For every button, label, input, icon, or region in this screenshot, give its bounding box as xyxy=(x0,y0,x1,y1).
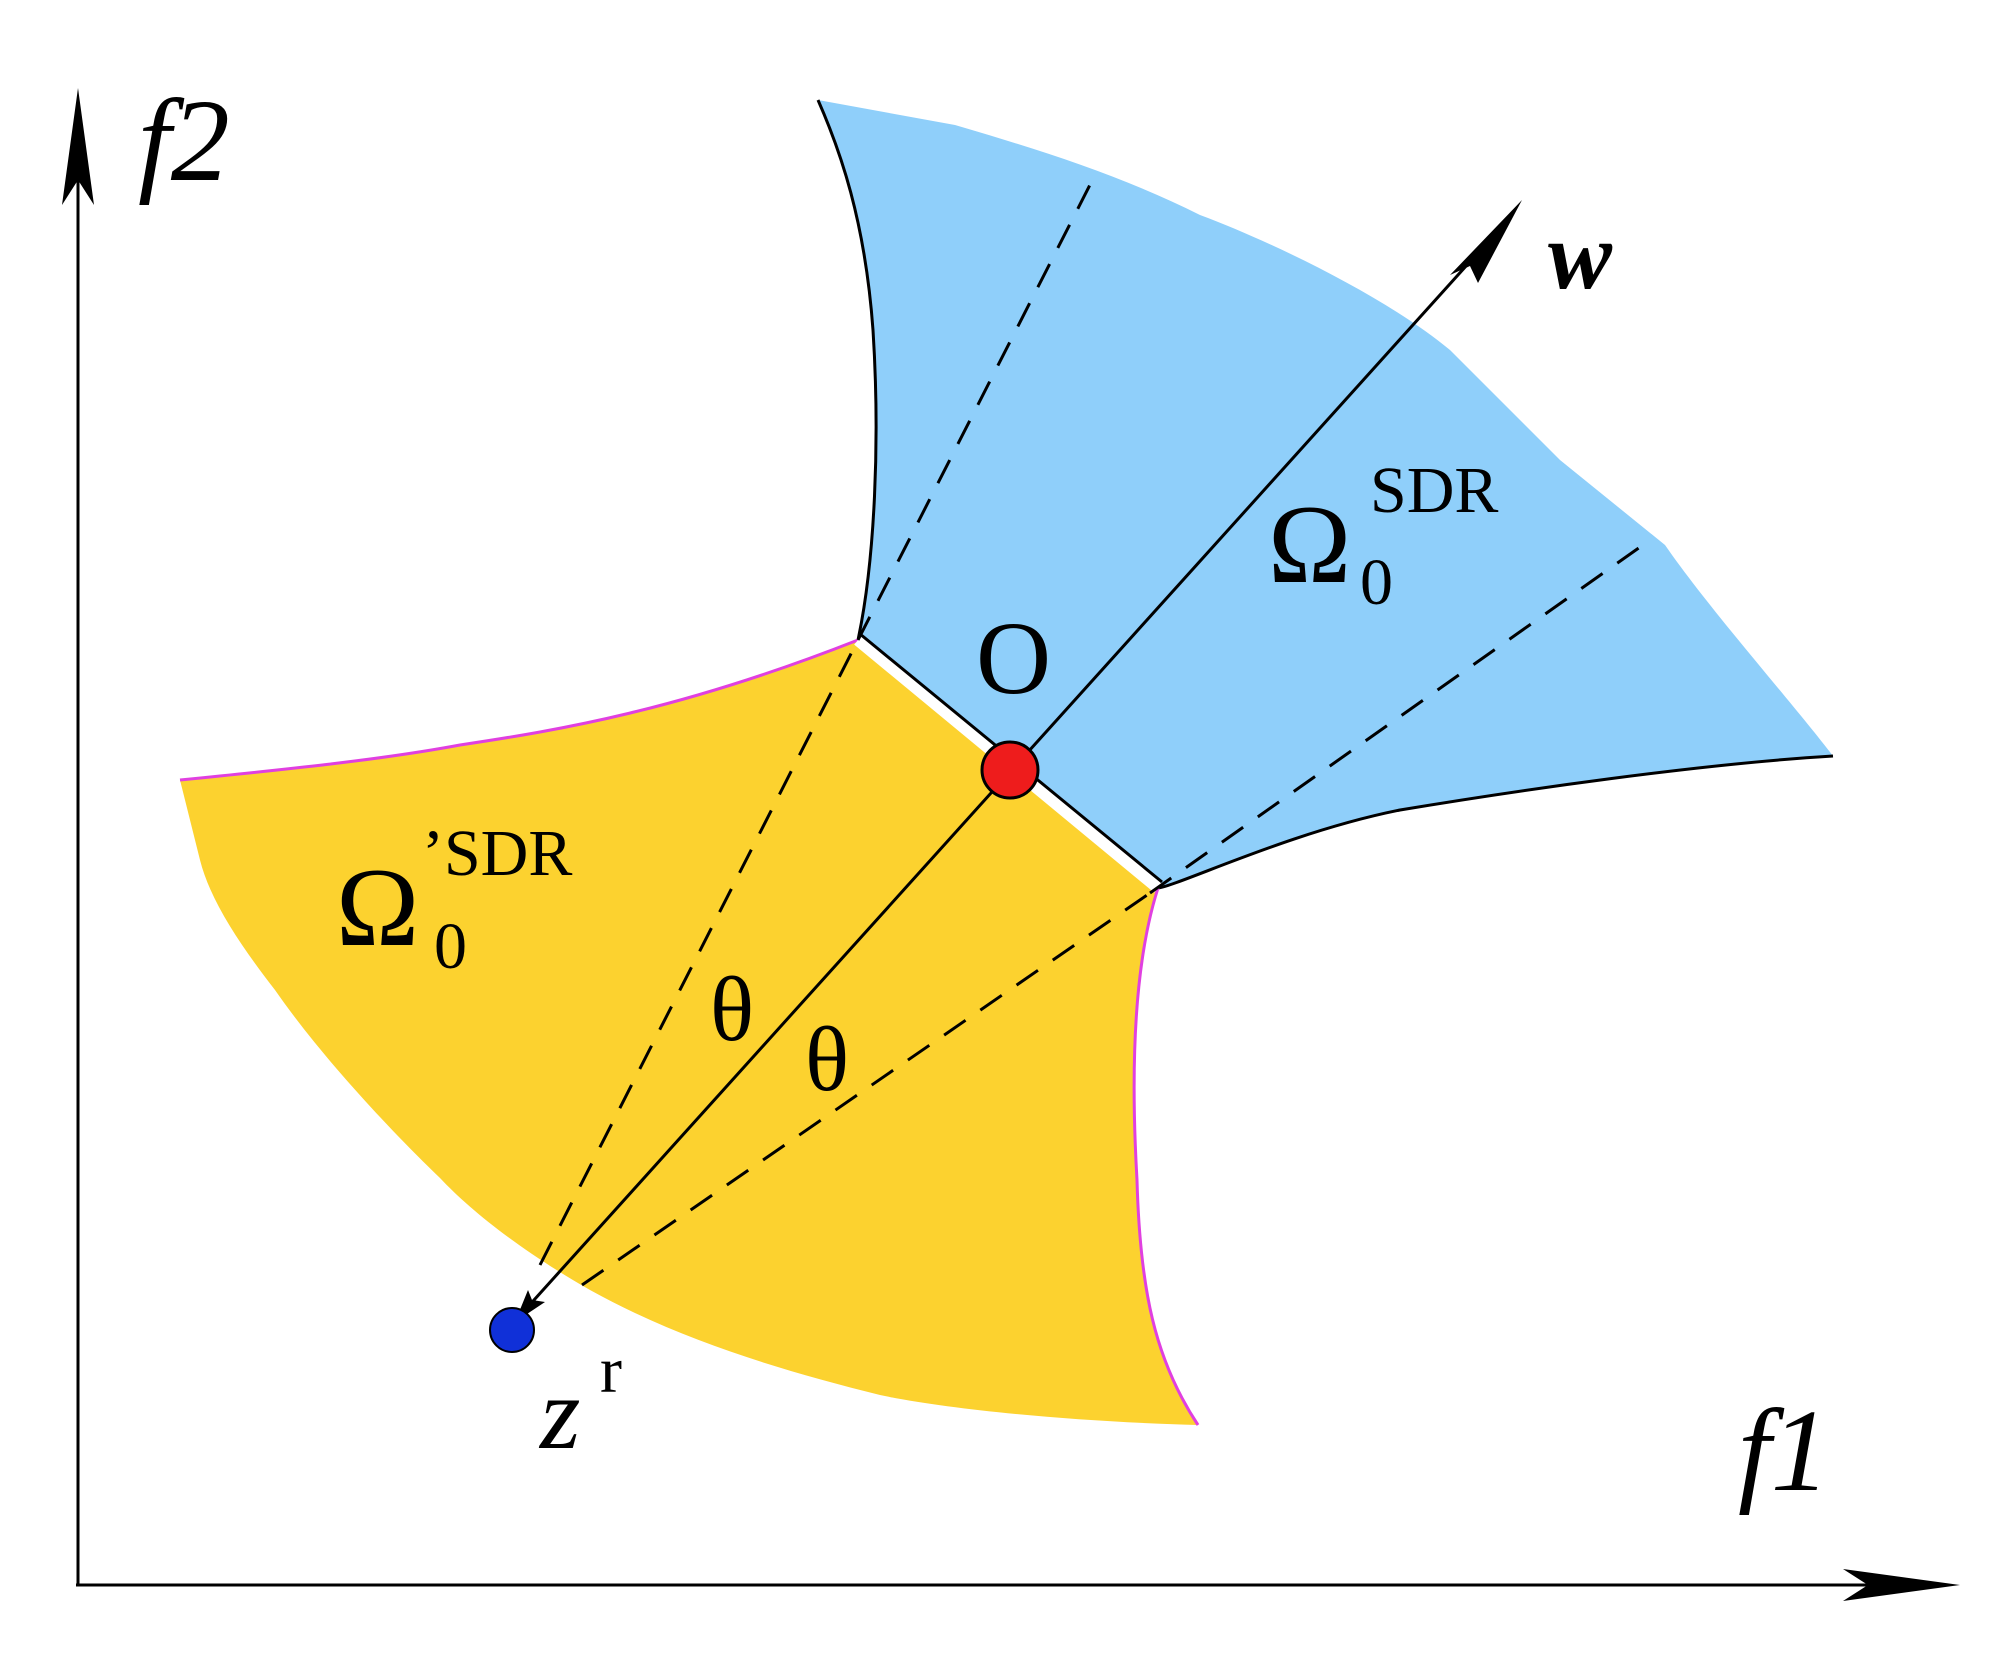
upper-bottom-boundary xyxy=(1157,754,1834,890)
reference-point xyxy=(489,1307,535,1353)
dashed-left-lower xyxy=(538,639,860,1266)
upper-region-shape xyxy=(818,100,1833,888)
y-axis-arrowhead xyxy=(62,88,94,205)
lower-region-subscript: 0 xyxy=(434,910,467,983)
lower-top-boundary xyxy=(179,638,859,782)
reference-label-base: z xyxy=(538,1356,580,1471)
lower-region-shape xyxy=(180,640,1198,1425)
lower-right-boundary xyxy=(1132,887,1200,1426)
upper-region-superscript: SDR xyxy=(1370,454,1498,527)
upper-left-boundary xyxy=(816,99,878,641)
x-axis-label: f1 xyxy=(1738,1385,1830,1516)
w-vector-label: w xyxy=(1548,202,1613,309)
upper-region-subscript: 0 xyxy=(1360,546,1393,619)
dashed-right-upper xyxy=(1149,538,1651,895)
w-vector-arrowhead xyxy=(1450,200,1522,283)
upper-region-label: Ω SDR 0 xyxy=(1268,454,1498,619)
y-axis-label: f2 xyxy=(138,75,230,206)
reference-label-sup: r xyxy=(600,1334,622,1407)
lower-region-label: Ω ’SDR 0 xyxy=(336,817,572,983)
origin-label: O xyxy=(976,601,1051,716)
upper-region-symbol: Ω xyxy=(1268,483,1351,607)
origin-point xyxy=(980,740,1040,800)
dashed-right-lower xyxy=(581,891,1151,1287)
x-axis-arrowhead xyxy=(1843,1569,1960,1601)
reference-label: z r xyxy=(538,1334,622,1471)
lower-region-superscript: ’SDR xyxy=(422,817,572,890)
dashed-lines xyxy=(538,174,1651,1287)
lower-region-symbol: Ω xyxy=(336,846,419,970)
theta-right: θ xyxy=(805,1008,849,1110)
theta-left: θ xyxy=(710,958,754,1060)
